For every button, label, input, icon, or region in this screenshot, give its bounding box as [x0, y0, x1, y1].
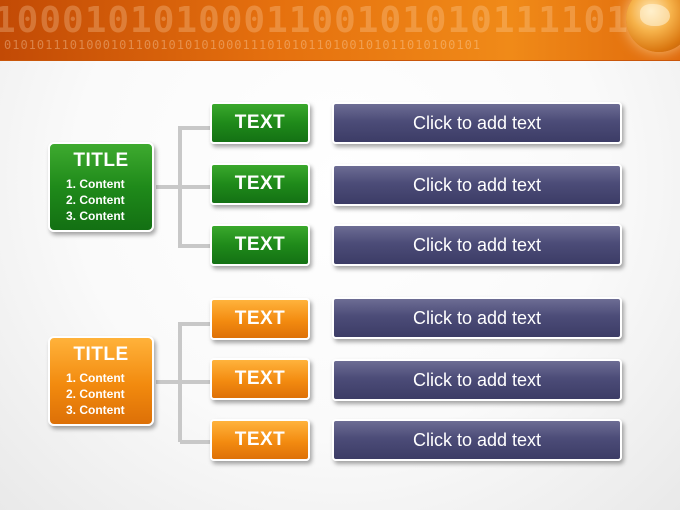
- text-placeholder-6[interactable]: Click to add text: [332, 419, 622, 461]
- text-tag-green-2[interactable]: TEXT: [210, 163, 310, 205]
- title-label: TITLE: [73, 344, 129, 365]
- content-item: 1. Content: [66, 371, 125, 385]
- binary-pattern: 1000101010001100101010111101010: [0, 0, 680, 41]
- content-item: 3. Content: [66, 403, 125, 417]
- connector-line: [156, 185, 180, 189]
- text-placeholder-3[interactable]: Click to add text: [332, 224, 622, 266]
- connector-line: [180, 322, 212, 326]
- connector-line: [180, 244, 212, 248]
- connector-line: [180, 440, 212, 444]
- text-placeholder-4[interactable]: Click to add text: [332, 297, 622, 339]
- title-box-orange[interactable]: TITLE 1. Content 2. Content 3. Content: [48, 336, 154, 426]
- content-item: 1. Content: [66, 177, 125, 191]
- content-item: 2. Content: [66, 387, 125, 401]
- text-tag-green-3[interactable]: TEXT: [210, 224, 310, 266]
- globe-icon: [626, 0, 680, 52]
- text-tag-orange-3[interactable]: TEXT: [210, 419, 310, 461]
- title-box-green[interactable]: TITLE 1. Content 2. Content 3. Content: [48, 142, 154, 232]
- content-list: 1. Content 2. Content 3. Content: [66, 370, 152, 418]
- text-tag-orange-1[interactable]: TEXT: [210, 298, 310, 340]
- content-item: 3. Content: [66, 209, 125, 223]
- text-placeholder-2[interactable]: Click to add text: [332, 164, 622, 206]
- connector-line: [180, 126, 212, 130]
- binary-pattern-small: 0101011101000101100101010100011101010110…: [4, 38, 482, 52]
- text-placeholder-1[interactable]: Click to add text: [332, 102, 622, 144]
- content-list: 1. Content 2. Content 3. Content: [66, 176, 152, 224]
- title-label: TITLE: [73, 150, 129, 171]
- connector-line: [180, 185, 212, 189]
- connector-line: [156, 380, 180, 384]
- header-banner: 1000101010001100101010111101010 01010111…: [0, 0, 680, 61]
- content-item: 2. Content: [66, 193, 125, 207]
- text-tag-green-1[interactable]: TEXT: [210, 102, 310, 144]
- text-tag-orange-2[interactable]: TEXT: [210, 358, 310, 400]
- text-placeholder-5[interactable]: Click to add text: [332, 359, 622, 401]
- connector-line: [180, 380, 212, 384]
